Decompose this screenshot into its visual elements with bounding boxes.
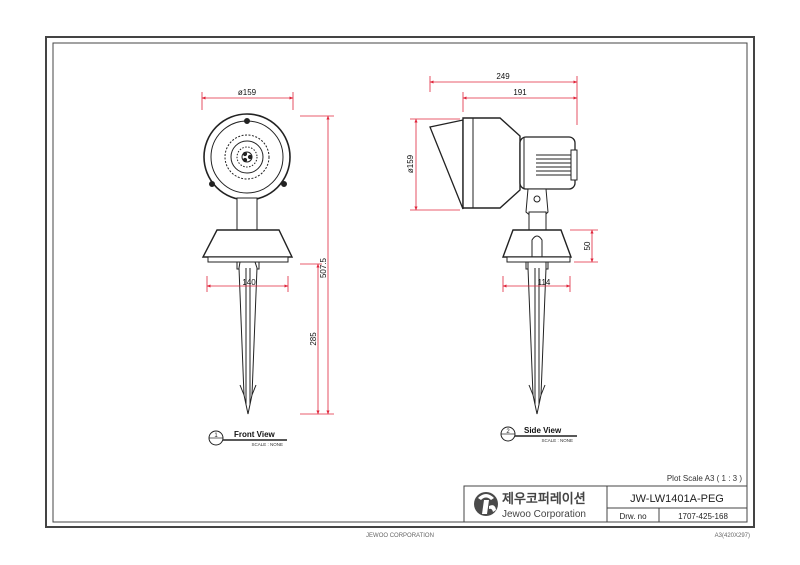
title-block: Plot Scale A3 ( 1 : 3 ) 제우코퍼레이션 Jewoo Co… — [463, 474, 748, 523]
side-body-width-label: 191 — [513, 88, 527, 97]
model-number: JW-LW1401A-PEG — [630, 493, 724, 505]
side-view-label: 2 Side View SCALE : NONE — [500, 426, 577, 443]
side-view-title: Side View — [524, 426, 562, 435]
inner-frame — [52, 42, 748, 523]
front-view-title: Front View — [234, 430, 276, 439]
front-dimension-lines — [201, 92, 334, 415]
footer-company: JEWOO CORPORATION — [366, 533, 434, 539]
side-dimension-lines — [410, 76, 598, 292]
front-view-label: 1 Front View SCALE : NONE — [208, 430, 287, 447]
side-view-scale: SCALE : NONE — [541, 438, 573, 443]
company-name-english: Jewoo Corporation — [502, 509, 586, 520]
view-marker-number: 1 — [214, 433, 218, 439]
footer-paper-size: A3(420X297) — [715, 533, 750, 539]
front-view-drawing — [201, 113, 294, 415]
front-total-height-label: 507.5 — [319, 257, 328, 278]
front-view-scale: SCALE : NONE — [251, 442, 283, 447]
side-base-width-label: 114 — [538, 278, 551, 287]
front-spike-length-label: 285 — [309, 332, 318, 346]
company-logo — [474, 492, 498, 516]
front-base-width-label: 140 — [242, 278, 256, 287]
drawing-number-label: Drw. no — [619, 512, 647, 521]
drawing-number: 1707-425-168 — [678, 512, 728, 521]
side-diameter-label: ø159 — [406, 154, 415, 173]
side-overall-width-label: 249 — [496, 72, 510, 81]
plot-scale: Plot Scale A3 ( 1 : 3 ) — [667, 474, 742, 483]
side-view-drawing — [429, 117, 578, 415]
company-name-korean: 제우코퍼레이션 — [502, 491, 586, 506]
front-diameter-label: ø159 — [238, 88, 257, 97]
view-marker-number: 2 — [506, 429, 510, 435]
outer-frame — [45, 36, 755, 528]
side-base-height-label: 50 — [583, 241, 592, 250]
